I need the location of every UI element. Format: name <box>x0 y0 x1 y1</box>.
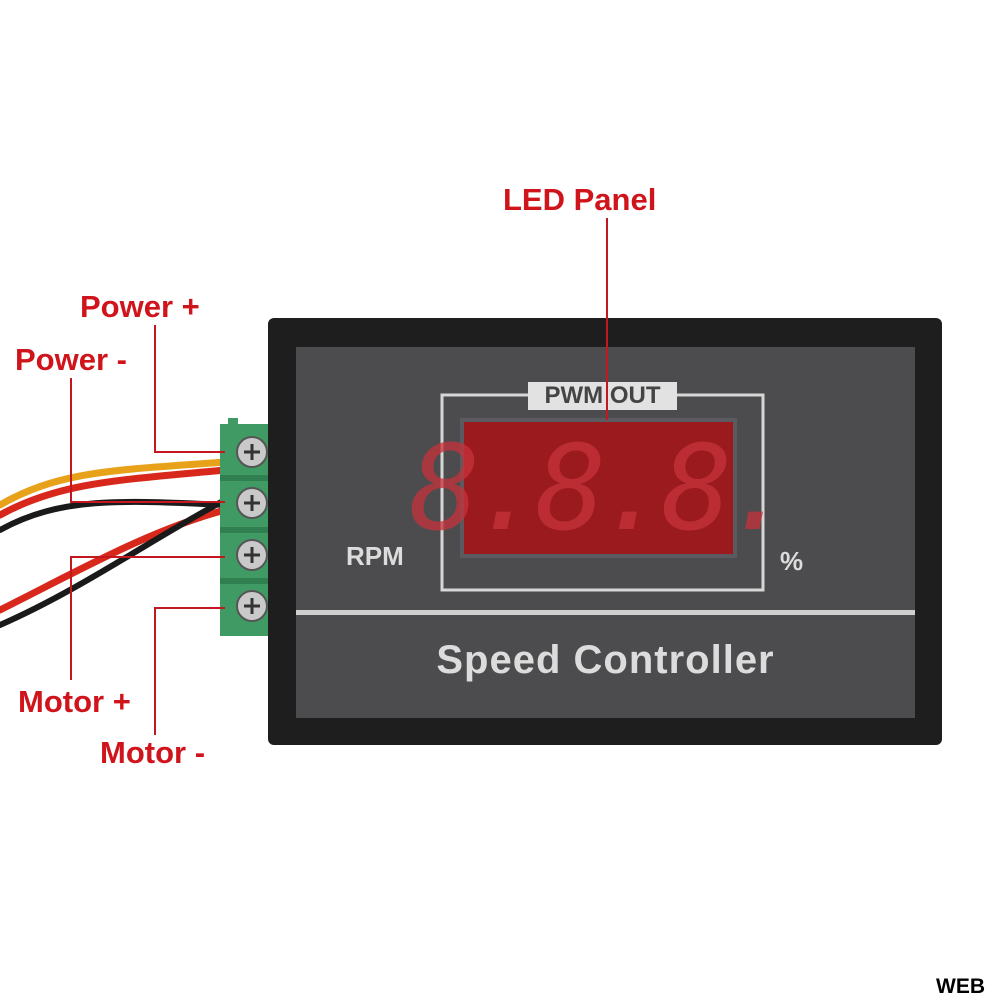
pwm-out-label: PWM OUT <box>544 382 661 409</box>
rpm-label: RPM <box>346 541 404 571</box>
annotation-led-panel: LED Panel <box>503 182 657 217</box>
terminal-block <box>220 418 270 636</box>
led-display-digits: 8.8.8. <box>409 419 795 557</box>
annotation-motor-minus: Motor - <box>100 735 206 770</box>
annotation-lines <box>70 218 608 735</box>
watermark: WEB <box>936 975 985 998</box>
annotation-motor-plus: Motor + <box>18 684 131 719</box>
device-name: Speed Controller <box>436 638 775 682</box>
annotation-power-minus: Power - <box>15 342 127 377</box>
wires <box>0 458 229 628</box>
percent-label: % <box>780 546 804 576</box>
led-display <box>460 418 737 558</box>
annotation-power-plus: Power + <box>80 289 200 324</box>
